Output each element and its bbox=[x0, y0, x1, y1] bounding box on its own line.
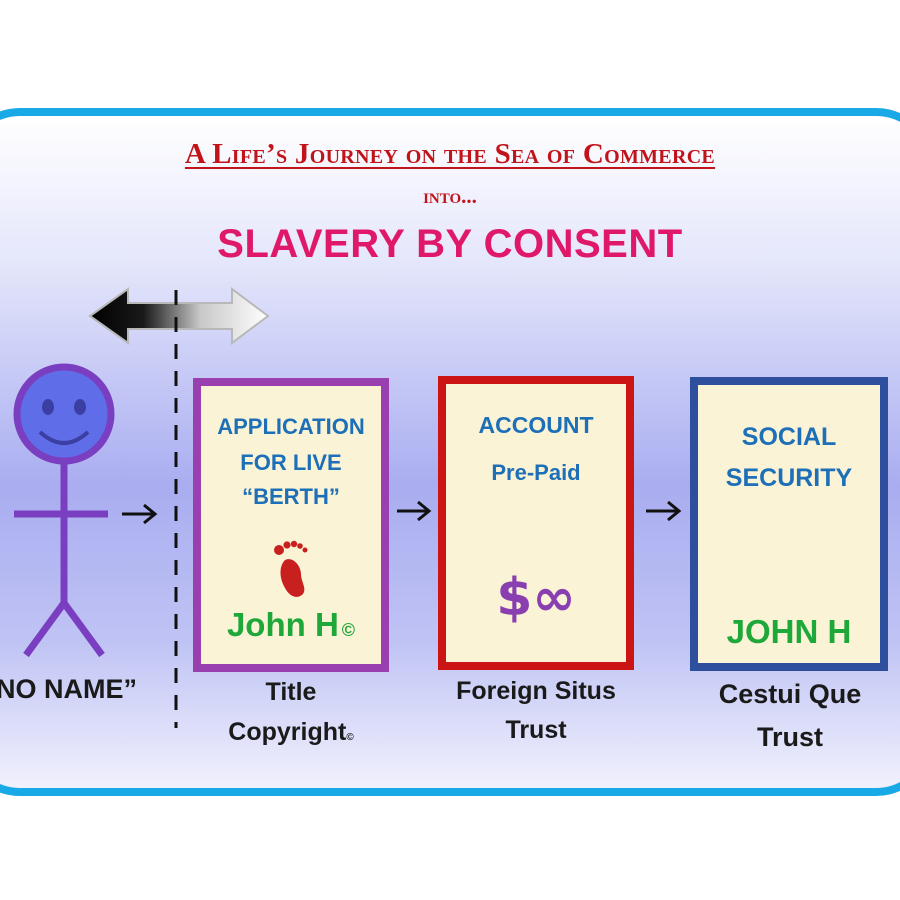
arrow-right-icon bbox=[122, 503, 158, 525]
caption-foreign-situs: Foreign Situs bbox=[456, 677, 616, 705]
footprint-icon bbox=[274, 540, 308, 597]
caption-cestui-que: Cestui Que bbox=[718, 679, 862, 709]
no-name-label: NO NAME” bbox=[0, 674, 137, 704]
stick-figure-icon bbox=[13, 363, 115, 658]
caption-copyright: Copyright© bbox=[228, 718, 354, 746]
copyright-mark: © bbox=[341, 620, 356, 640]
box-line: APPLICATION bbox=[217, 414, 365, 439]
caption-trust: Trust bbox=[756, 722, 823, 752]
box-line: ACCOUNT bbox=[478, 412, 594, 438]
box-line: FOR LIVE bbox=[240, 450, 342, 475]
account-box: ACCOUNT Pre-Paid $∞ bbox=[438, 376, 634, 670]
dollar-infinity-symbol: $∞ bbox=[496, 568, 576, 628]
box-line: SOCIAL bbox=[741, 423, 837, 451]
box-line: “BERTH” bbox=[242, 484, 340, 509]
double-arrow-icon bbox=[88, 287, 270, 345]
caption-trust: Trust bbox=[505, 716, 567, 744]
arrow-right-icon bbox=[397, 500, 432, 522]
application-box: APPLICATION FOR LIVE “BERTH” John H© bbox=[193, 378, 389, 672]
box-line: Pre-Paid bbox=[491, 460, 581, 485]
diagram-title: A Life’s Journey on the Sea of Commerce bbox=[184, 138, 716, 170]
caption-title: Title bbox=[265, 678, 317, 706]
john-h-name: John H© bbox=[226, 606, 356, 643]
box-line: SECURITY bbox=[725, 464, 853, 492]
social-security-box: SOCIAL SECURITY JOHN H bbox=[690, 377, 888, 671]
diagram-subtitle: into... bbox=[423, 184, 477, 208]
arrow-right-icon bbox=[646, 500, 682, 522]
diagram-headline: SLAVERY BY CONSENT bbox=[217, 222, 683, 266]
john-h-caps-name: JOHN H bbox=[726, 613, 852, 650]
copyright-mark: © bbox=[346, 732, 354, 743]
